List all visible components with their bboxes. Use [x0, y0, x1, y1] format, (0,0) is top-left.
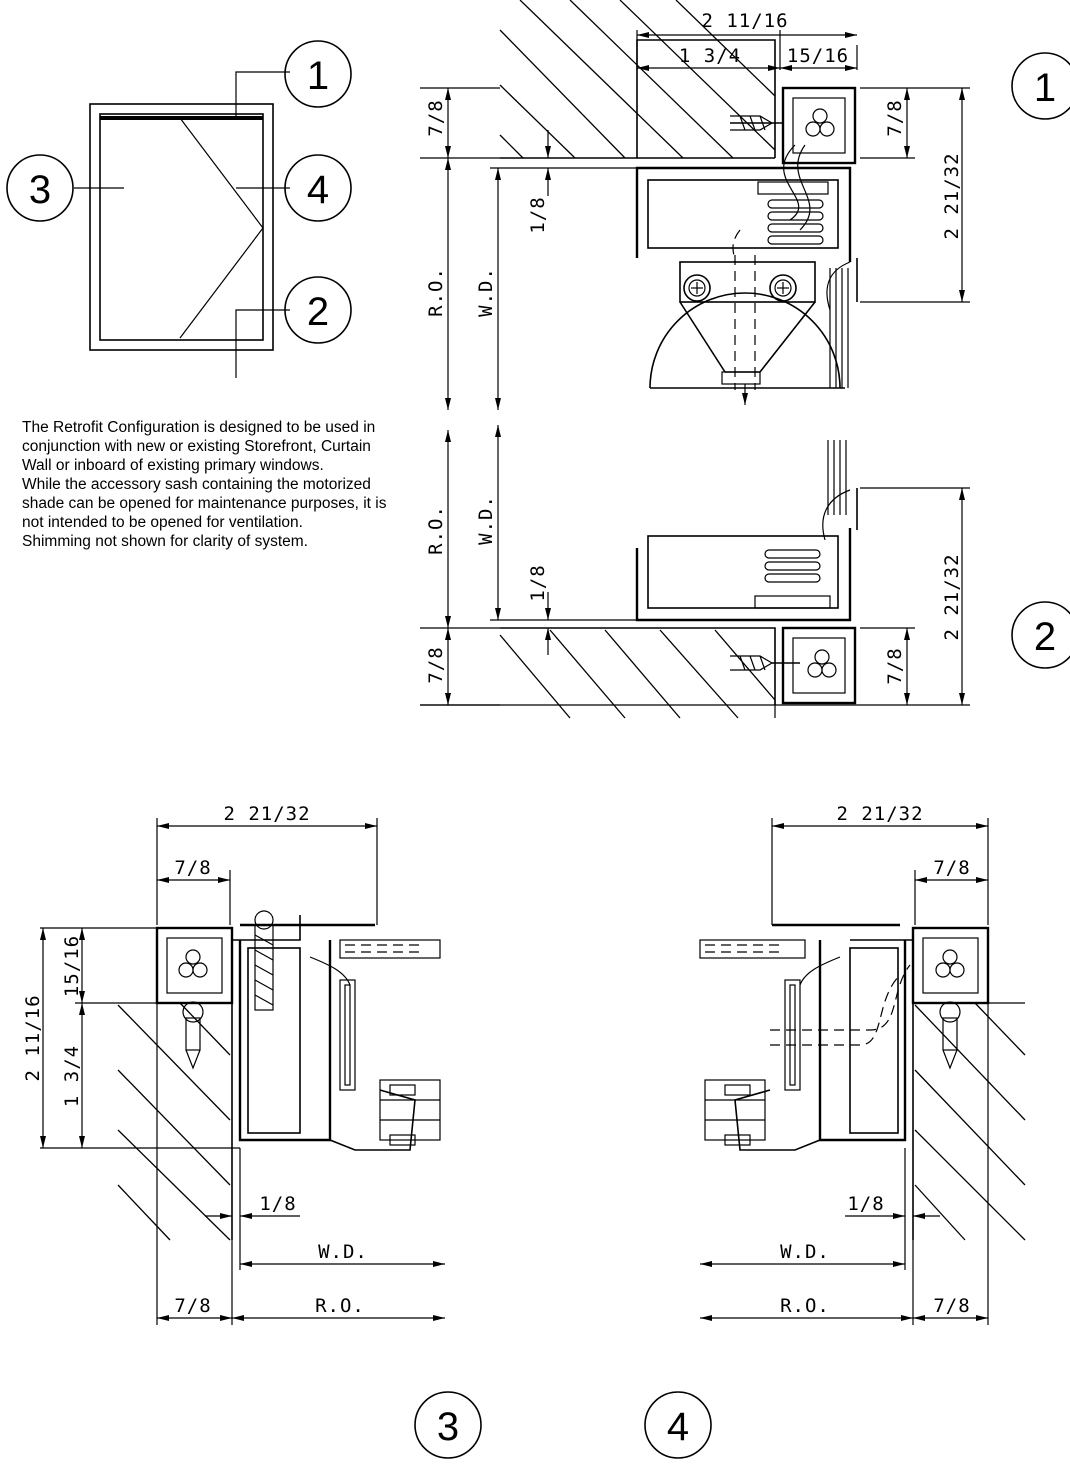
sill-wall-hatch	[499, 629, 776, 719]
jamb4-window-dim: W.D.	[780, 1241, 830, 1263]
jamb3-window-dim: W.D.	[318, 1241, 368, 1263]
note-usage: The Retrofit Configuration is designed t…	[22, 419, 376, 474]
head-left-height-dim: 7/8	[425, 99, 447, 136]
jamb3-rough-opening-dim: R.O.	[315, 1295, 365, 1317]
jamb4-rough-opening-dim: R.O.	[780, 1295, 830, 1317]
jamb3-bottom-frame-dim: 7/8	[174, 1295, 211, 1317]
callout-3-label: 3	[29, 168, 51, 212]
jamb3-cover-depth-dim: 15/16	[61, 935, 83, 997]
sill-glazing	[822, 440, 851, 541]
head-frame-depth-dim: 1 3/4	[679, 45, 741, 67]
jamb4-bottom-frame-dim: 7/8	[933, 1295, 970, 1317]
callout-2-label: 2	[307, 290, 329, 334]
head-cover-depth-dim: 15/16	[787, 45, 849, 67]
head-window-dim: W.D.	[475, 267, 497, 317]
note-shimming: Shimming not shown for clarity of system…	[22, 533, 308, 550]
jamb3-overall-depth-dim: 2 11/16	[22, 994, 44, 1081]
detail-1-bubble[interactable]: 1	[1011, 52, 1070, 120]
head-overall-width-dim: 2 11/16	[701, 10, 788, 32]
head-overall-height-dim: 2 21/32	[941, 152, 963, 239]
jamb-right-detail: 2 21/32 7/8	[644, 803, 1026, 1459]
jamb4-overall-width-dim: 2 21/32	[836, 803, 923, 825]
detail-4-bubble[interactable]: 4	[644, 1391, 712, 1459]
callout-1-label: 1	[307, 54, 329, 98]
head-glazing	[826, 261, 851, 388]
sill-window-dim: W.D.	[475, 495, 497, 545]
jamb4-frame-width-dim: 7/8	[933, 857, 970, 879]
callout-4-bubble[interactable]: 4	[284, 154, 352, 222]
jamb4-wall-hatch	[914, 1002, 1026, 1241]
callout-3-bubble[interactable]: 3	[6, 154, 74, 222]
head-rough-opening-dim: R.O.	[425, 267, 447, 317]
sill-rough-opening-dim: R.O.	[425, 505, 447, 555]
callout-1-bubble[interactable]: 1	[284, 40, 352, 108]
head-section-detail: 2 11/16 1 3/4 15/16	[420, 0, 1070, 410]
detail-3-label: 3	[437, 1405, 459, 1449]
detail-4-label: 4	[667, 1405, 689, 1449]
detail-1-label: 1	[1034, 66, 1056, 110]
jamb3-frame-width-dim: 7/8	[174, 857, 211, 879]
jamb3-frame-depth-dim: 1 3/4	[61, 1045, 83, 1107]
detail-2-bubble[interactable]: 2	[1011, 601, 1070, 669]
jamb4-gap-dim: 1/8	[847, 1193, 884, 1215]
jamb3-wall-hatch	[117, 1002, 231, 1241]
sill-shade-roll	[754, 549, 831, 609]
sill-gap-dim: 1/8	[527, 564, 549, 601]
head-wall-hatch	[499, 0, 776, 159]
callout-2-bubble[interactable]: 2	[284, 276, 352, 344]
sill-section-detail: R.O. W.D. 1/8 7/8 2 21/32 7/8 2	[420, 425, 1070, 719]
callout-4-label: 4	[307, 168, 329, 212]
sill-overall-height-dim: 2 21/32	[941, 553, 963, 640]
retrofit-notes: The Retrofit Configuration is designed t…	[22, 418, 402, 551]
jamb3-gap-dim: 1/8	[259, 1193, 296, 1215]
jamb3-overall-width-dim: 2 21/32	[223, 803, 310, 825]
sill-left-height-dim: 7/8	[425, 646, 447, 683]
jamb-left-detail: 2 21/32 7/8	[22, 803, 482, 1459]
head-shade-roll	[757, 181, 829, 245]
note-maintenance: While the accessory sash containing the …	[22, 476, 387, 531]
sill-right-height-dim: 7/8	[884, 647, 906, 684]
key-plan: 1 3 4 2	[6, 40, 352, 378]
detail-3-bubble[interactable]: 3	[414, 1391, 482, 1459]
detail-2-label: 2	[1034, 615, 1056, 659]
head-right-height-dim: 7/8	[884, 99, 906, 136]
head-gap-dim: 1/8	[527, 196, 549, 233]
